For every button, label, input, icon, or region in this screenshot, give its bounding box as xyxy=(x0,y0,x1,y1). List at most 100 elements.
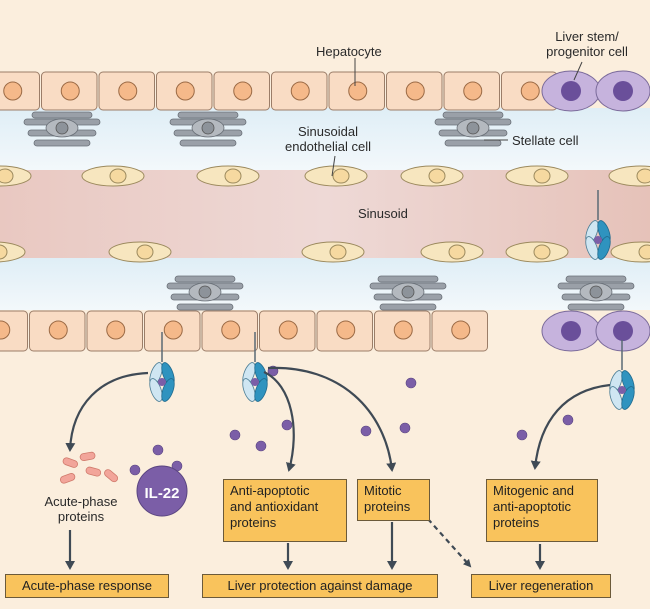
label-pointers xyxy=(331,58,583,177)
pathway-arrows xyxy=(65,366,611,570)
il22-particle xyxy=(405,377,417,389)
liver-regeneration-box: Liver regeneration xyxy=(471,574,611,598)
hepatocyte-nucleus xyxy=(175,81,195,101)
hepatocyte xyxy=(29,310,86,352)
hepatocyte xyxy=(501,71,558,111)
hepatocyte-nucleus xyxy=(163,320,183,340)
endothelial-cell xyxy=(505,165,569,187)
liver-stem-cells-top xyxy=(541,70,650,112)
il22-particle xyxy=(229,429,241,441)
mitotic-box: Mitotic proteins xyxy=(357,479,430,521)
hepatocyte-nucleus xyxy=(463,81,483,101)
il22-particle xyxy=(255,440,267,452)
hepatocyte xyxy=(271,71,328,111)
il22-particle xyxy=(562,414,574,426)
sinusoidal-endothelial-cells xyxy=(0,165,650,263)
hepatocyte xyxy=(328,71,385,111)
hepatocyte xyxy=(0,71,40,111)
stellate-cell xyxy=(169,111,247,147)
hepatocyte-nucleus xyxy=(3,81,23,101)
space-of-disse-bottom xyxy=(0,258,650,310)
hepatocyte-nucleus xyxy=(451,320,471,340)
endothelial-cell xyxy=(608,165,650,187)
hepatocyte xyxy=(86,310,143,352)
hepatocyte-nucleus xyxy=(278,320,298,340)
hepatocyte-nucleus xyxy=(221,320,241,340)
il22-receptor xyxy=(585,190,611,260)
il22-receptor xyxy=(609,340,635,410)
hepatocyte xyxy=(156,71,213,111)
hepatocyte xyxy=(374,310,431,352)
mitogenic-box: Mitogenic and anti-apoptotic proteins xyxy=(486,479,598,542)
liver-protection-box: Liver protection against damage xyxy=(202,574,438,598)
acute-phase-protein-capsules xyxy=(59,451,119,484)
endothelial-cell xyxy=(0,241,26,263)
acute-phase-response-box: Acute-phase response xyxy=(5,574,169,598)
il22-particles xyxy=(129,365,574,483)
il22-receptors xyxy=(149,190,635,410)
hepatocyte xyxy=(201,310,258,352)
hepatocyte-nucleus xyxy=(233,81,253,101)
hepatocyte xyxy=(316,310,373,352)
endothelial-cell xyxy=(304,165,368,187)
hepatocyte-nucleus xyxy=(0,320,11,340)
hepatocyte-nucleus xyxy=(60,81,80,101)
hepatocyte xyxy=(431,310,488,352)
il22-particle xyxy=(360,425,372,437)
stellate-cell xyxy=(23,111,101,147)
il22-label: IL-22 xyxy=(144,485,180,502)
hepatocyte-label: Hepatocyte xyxy=(316,44,382,59)
hepatocyte xyxy=(386,71,443,111)
endothelial-cell xyxy=(505,241,569,263)
arrow-to-anti-apoptotic xyxy=(263,371,296,472)
hepatocyte-nucleus xyxy=(106,320,126,340)
il22-molecule xyxy=(136,465,188,517)
top-background xyxy=(0,0,650,70)
endothelial-cell xyxy=(420,241,484,263)
il22-particle xyxy=(152,444,164,456)
il22-particle xyxy=(129,464,141,476)
il22-particle xyxy=(281,419,293,431)
endothelial-cell xyxy=(0,165,32,187)
liver-stem-cell-label: Liver stem/ progenitor cell xyxy=(546,29,628,59)
endothelial-cell xyxy=(196,165,260,187)
stellate-cell xyxy=(166,275,244,311)
hepatocyte-nucleus xyxy=(118,81,138,101)
sinusoid-label: Sinusoid xyxy=(358,206,408,221)
arrow-to-mitogenic xyxy=(530,383,611,470)
hepatocyte-nucleus xyxy=(520,81,540,101)
endothelial-cell xyxy=(400,165,464,187)
dashed-arrow-to-liver-regeneration xyxy=(427,518,472,568)
stellate-cell xyxy=(369,275,447,311)
hepatocyte xyxy=(0,310,28,352)
stellate-cell xyxy=(557,275,635,311)
sinusoidal-endothelial-label: Sinusoidal endothelial cell xyxy=(284,124,371,154)
hepatocyte xyxy=(443,71,500,111)
space-of-disse-top xyxy=(0,108,650,170)
hepatocyte-nucleus xyxy=(336,320,356,340)
hepatocyte-nucleus xyxy=(48,320,68,340)
stellate-cells xyxy=(23,111,635,311)
anti-apoptotic-box: Anti-apoptotic and antioxidant proteins xyxy=(223,479,347,542)
hepatocyte xyxy=(41,71,98,111)
hepatocyte-nucleus xyxy=(348,81,368,101)
endothelial-cell xyxy=(108,241,172,263)
endothelial-cell xyxy=(81,165,145,187)
stellate-cell-label: Stellate cell xyxy=(512,133,579,148)
hepatocyte xyxy=(144,310,201,352)
il22-particle xyxy=(516,429,528,441)
hepatocyte xyxy=(98,71,155,111)
hepatocyte-nucleus xyxy=(405,81,425,101)
endothelial-cell xyxy=(610,241,650,263)
il22-particle xyxy=(399,422,411,434)
il22-receptor xyxy=(149,332,175,402)
endothelial-cell xyxy=(301,241,365,263)
hepatocyte-nucleus xyxy=(393,320,413,340)
arrow-to-acute-phase-proteins xyxy=(65,371,149,452)
hepatocyte xyxy=(213,71,270,111)
hepatocyte xyxy=(259,310,316,352)
arrow-to-mitotic xyxy=(267,366,397,472)
liver-stem-cells-bottom xyxy=(541,310,650,352)
acute-phase-proteins-label: Acute-phase proteins xyxy=(44,494,118,524)
